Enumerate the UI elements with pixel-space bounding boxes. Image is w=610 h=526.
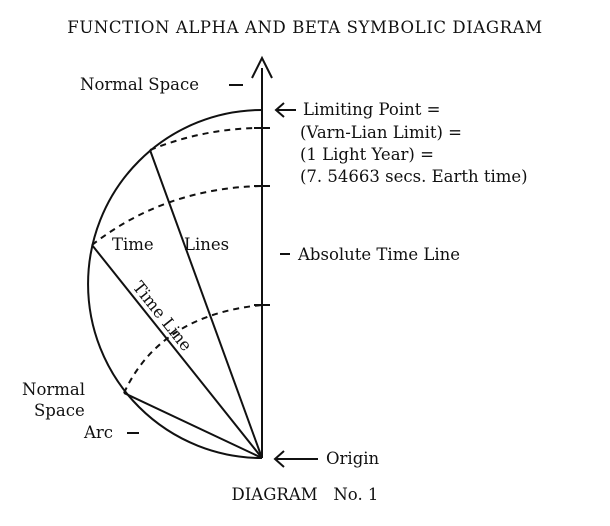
dashed-time-line-3 [123, 304, 263, 394]
diagram-title: FUNCTION ALPHA AND BETA SYMBOLIC DIAGRAM [67, 18, 542, 37]
origin-arrow-head [273, 450, 285, 468]
time-line-diagonal [91, 244, 263, 459]
limiting-point-line-2: (Varn-Lian Limit) = [300, 123, 462, 142]
normal-space-arc [87, 109, 263, 459]
dashed-time-line-2 [91, 185, 263, 246]
time-line-upper [149, 149, 263, 459]
limiting-point-arrow-head [274, 102, 285, 118]
dashed-time-line-1 [149, 127, 263, 151]
normal-space-arc-label-2: Space [34, 401, 85, 420]
axis-arrowhead [251, 55, 273, 79]
normal-space-arc-label-3: Arc [83, 423, 113, 442]
absolute-time-line-label: Absolute Time Line [297, 245, 460, 264]
limiting-point-line-4: (7. 54663 secs. Earth time) [300, 167, 528, 186]
origin-label: Origin [326, 449, 380, 468]
diagonal-time-line-label: Time Line [129, 278, 196, 355]
time-line-lower [123, 392, 263, 459]
limiting-point-line-1: Limiting Point = [303, 100, 440, 119]
diagram-caption: DIAGRAM No. 1 [232, 485, 379, 504]
lines-label: Lines [184, 235, 229, 254]
limiting-point-line-3: (1 Light Year) = [300, 145, 434, 164]
normal-space-arc-label-1: Normal [22, 380, 85, 399]
normal-space-label: Normal Space [80, 75, 199, 94]
time-label: Time [112, 235, 154, 254]
